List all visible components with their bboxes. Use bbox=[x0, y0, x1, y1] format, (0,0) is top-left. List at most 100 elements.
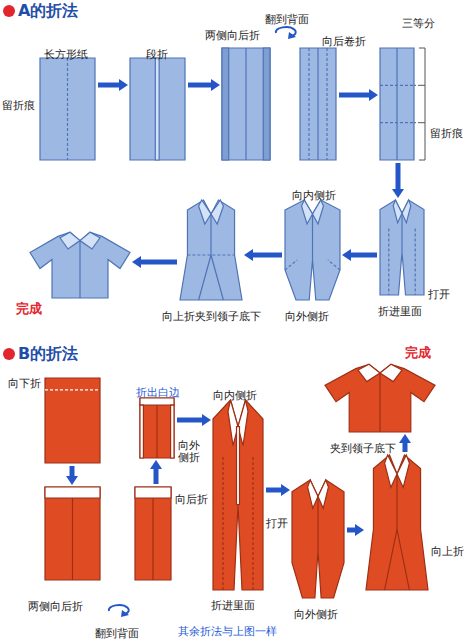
fold-label: 打开 bbox=[266, 517, 288, 530]
paper-shape bbox=[396, 474, 397, 529]
fold-step: 两侧向后折 bbox=[45, 487, 100, 580]
fold-step: 段折 bbox=[130, 58, 185, 160]
paper-shape bbox=[318, 480, 328, 508]
fold-label: 向内侧折 bbox=[213, 389, 257, 402]
paper-shape bbox=[380, 200, 424, 295]
step-arrow bbox=[177, 418, 202, 423]
fold-label: 长方形纸 bbox=[44, 48, 88, 61]
flip-arrowhead bbox=[288, 32, 296, 39]
paper-shape bbox=[308, 48, 309, 160]
paper-shape bbox=[326, 48, 327, 160]
paper-figure bbox=[366, 455, 428, 590]
paper-shape bbox=[393, 200, 402, 223]
paper-shape bbox=[156, 405, 157, 458]
paper-shape bbox=[171, 405, 174, 458]
paper-shape bbox=[45, 389, 100, 390]
fold-label: 向外侧折 bbox=[294, 608, 338, 621]
paper-shape bbox=[402, 200, 411, 223]
paper-shape bbox=[80, 232, 100, 249]
fold-label: 留折痕 bbox=[2, 99, 35, 112]
paper-figure bbox=[300, 48, 336, 160]
paper-shape bbox=[45, 487, 100, 498]
paper-shape bbox=[222, 457, 223, 590]
fold-step: 向下折 bbox=[45, 378, 100, 463]
step-arrow bbox=[70, 466, 75, 476]
paper-shape bbox=[317, 48, 318, 160]
paper-shape bbox=[30, 232, 130, 298]
paper-shape bbox=[396, 48, 397, 160]
thirds-bracket bbox=[419, 48, 425, 160]
paper-shape bbox=[312, 214, 313, 260]
fold-label: 向内侧折 bbox=[292, 189, 336, 202]
paper-shape bbox=[211, 255, 223, 300]
fold-step: 翻到背面向后折 bbox=[135, 487, 171, 580]
paper-shape bbox=[72, 498, 73, 580]
fold-label: 夹到领子底下 bbox=[330, 442, 396, 455]
paper-shape bbox=[79, 241, 80, 298]
paper-shape bbox=[210, 214, 211, 255]
fold-step: 三等分留折痕 bbox=[380, 48, 414, 160]
paper-figure bbox=[180, 200, 242, 300]
fold-label: 段折 bbox=[146, 48, 168, 61]
paper-shape bbox=[397, 529, 409, 590]
paper-shape bbox=[313, 200, 324, 224]
section-heading: B的折法 bbox=[18, 344, 78, 364]
paper-shape bbox=[222, 48, 229, 160]
paper-shape bbox=[199, 200, 211, 224]
paper-shape bbox=[385, 529, 397, 590]
fold-step: 长方形纸留折痕 bbox=[40, 58, 95, 160]
paper-shape bbox=[60, 232, 80, 249]
paper-shape bbox=[308, 480, 318, 508]
paper-shape bbox=[222, 48, 270, 160]
fold-label: 向下折 bbox=[8, 377, 41, 390]
paper-shape bbox=[45, 378, 100, 463]
paper-shape bbox=[379, 373, 380, 432]
paper-shape bbox=[401, 213, 402, 252]
paper-shape bbox=[292, 480, 344, 598]
step-arrow bbox=[266, 488, 281, 493]
paper-shape bbox=[263, 48, 270, 160]
paper-figure bbox=[40, 58, 95, 160]
paper-shape bbox=[325, 364, 435, 432]
fold-step: 向上折夹到领子底下 bbox=[180, 200, 242, 300]
fold-label: 向上折 bbox=[431, 545, 464, 558]
paper-shape bbox=[385, 455, 397, 487]
fold-step: 向内侧折打开折进里面 bbox=[213, 400, 263, 590]
fold-label: 向后卷折 bbox=[322, 35, 366, 48]
paper-shape bbox=[252, 457, 253, 590]
step-arrow bbox=[154, 469, 159, 484]
finished-shirt: 完成 bbox=[30, 228, 130, 298]
step-arrow bbox=[351, 253, 377, 258]
paper-shape bbox=[130, 58, 185, 160]
paper-shape bbox=[380, 48, 414, 160]
flip-arrow bbox=[276, 27, 296, 36]
paper-shape bbox=[317, 497, 318, 551]
paper-shape bbox=[140, 405, 143, 458]
step-arrow bbox=[347, 528, 355, 533]
crease-mark bbox=[414, 85, 419, 122]
paper-shape bbox=[180, 200, 242, 300]
flip-arrowhead bbox=[121, 610, 129, 617]
fold-label: 折进里面 bbox=[378, 305, 422, 318]
paper-figure bbox=[140, 398, 174, 458]
paper-figure bbox=[45, 378, 100, 463]
fold-label: 完成 bbox=[405, 346, 431, 359]
paper-shape bbox=[67, 58, 68, 160]
paper-shape bbox=[237, 427, 240, 505]
fold-label: 折进里面 bbox=[211, 599, 255, 612]
paper-shape bbox=[380, 364, 402, 381]
step-arrow bbox=[188, 83, 211, 88]
paper-shape bbox=[155, 58, 159, 160]
paper-shape bbox=[328, 260, 340, 270]
fold-step: 向内侧折向外侧折 bbox=[285, 200, 340, 300]
paper-shape bbox=[358, 364, 380, 381]
paper-shape bbox=[285, 200, 340, 300]
fold-label: 两侧向后折 bbox=[205, 29, 260, 42]
step-arrow bbox=[253, 253, 282, 258]
step-arrow bbox=[339, 93, 369, 98]
finished-shirt: 夹到领子底下完成 bbox=[325, 360, 435, 432]
paper-shape bbox=[300, 48, 336, 160]
fold-step: 翻到背面向后卷折 bbox=[300, 48, 336, 160]
paper-shape bbox=[380, 122, 414, 123]
paper-figure bbox=[285, 200, 340, 300]
